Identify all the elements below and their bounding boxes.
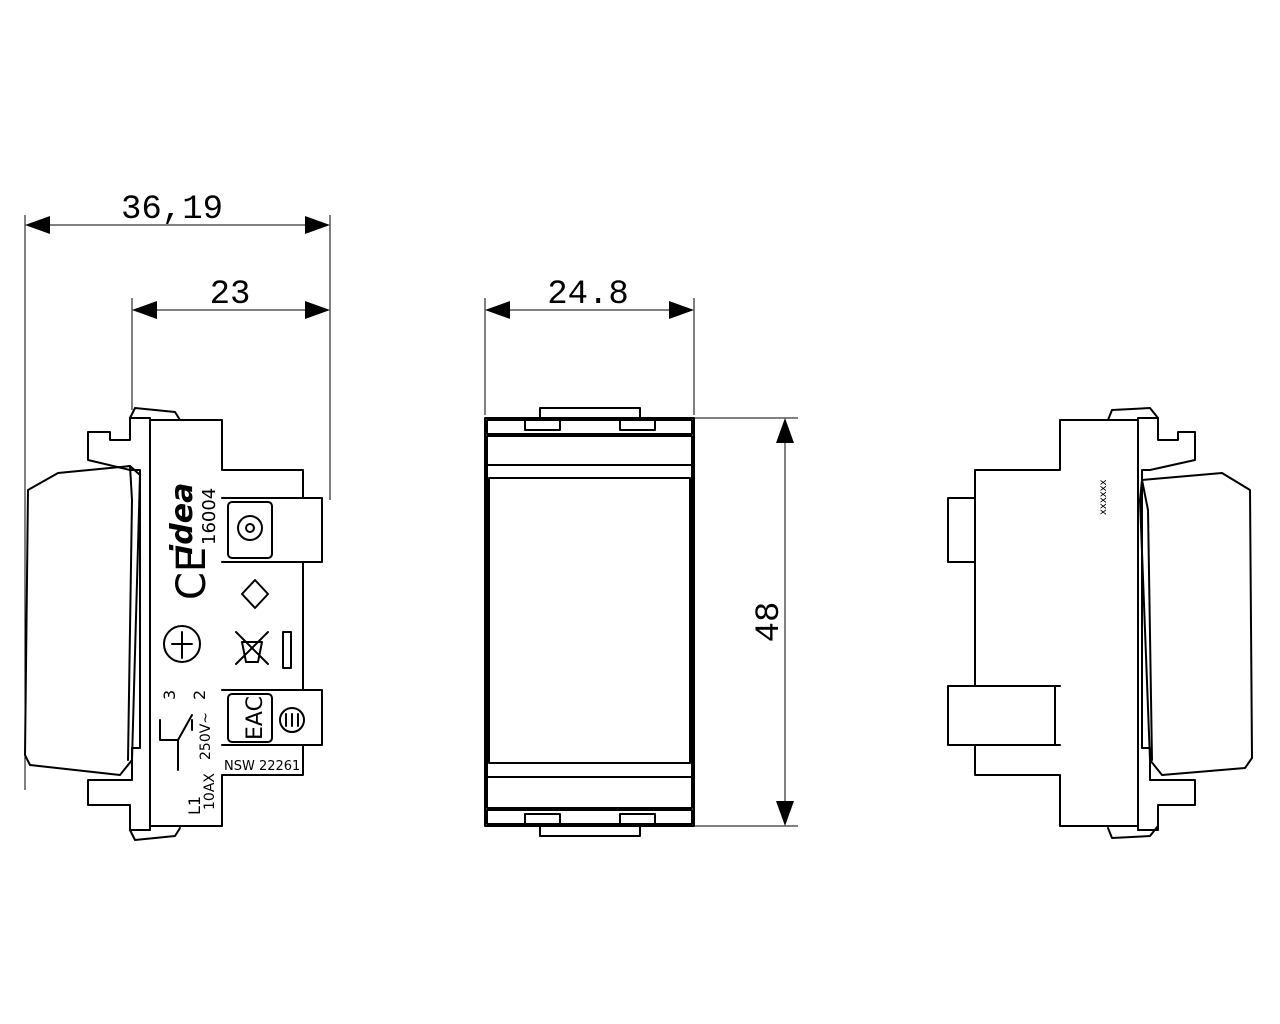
imq-diamond-icon [241, 579, 269, 609]
left-side-view: 36,19 23 idea [24, 191, 331, 841]
model-number: 16004 [199, 488, 220, 545]
terminal-screw-top [227, 501, 273, 559]
right-side-view: xxxxxx [947, 407, 1253, 839]
dimension-body-depth: 23 [131, 276, 330, 410]
brand-logo: idea [165, 483, 200, 555]
dimension-width-label: 24.8 [547, 276, 629, 314]
eac-mark: EAC [243, 696, 268, 740]
terminal-l1-label: L1 [185, 796, 204, 815]
rating-current: 10AX [202, 773, 218, 810]
rocker-left [24, 465, 141, 776]
dimension-height: 48 [694, 417, 798, 827]
front-frame [484, 417, 695, 827]
rocker-right [1139, 472, 1253, 776]
dimension-width: 24.8 [484, 276, 695, 415]
screw-icon [237, 515, 263, 541]
switch-symbol-icon [159, 714, 193, 771]
batch-code: xxxxxx [1098, 479, 1109, 515]
terminal-2-label: 2 [190, 690, 209, 700]
ce-mark: CE [169, 547, 215, 600]
center-front-view: 24.8 48 [484, 276, 798, 837]
dimension-overall-depth: 36,19 [24, 191, 331, 790]
frame-right [1137, 417, 1196, 831]
nsw-code: NSW 22261 [224, 759, 300, 774]
rocker-front [486, 435, 693, 809]
body-right [947, 419, 1139, 827]
terminal-screw-bottom [227, 693, 273, 743]
terminal-3-label: 3 [160, 690, 179, 700]
dimension-overall-depth-label: 36,19 [121, 191, 223, 229]
rating-voltage: 250V~ [198, 712, 214, 760]
imq-mark-icon [163, 625, 201, 663]
screw-icon-bottom [279, 707, 305, 733]
weee-bin-icon [235, 631, 269, 665]
frame-left [87, 417, 151, 831]
dimension-body-depth-label: 23 [210, 276, 251, 314]
dimension-height-label: 48 [751, 602, 789, 643]
